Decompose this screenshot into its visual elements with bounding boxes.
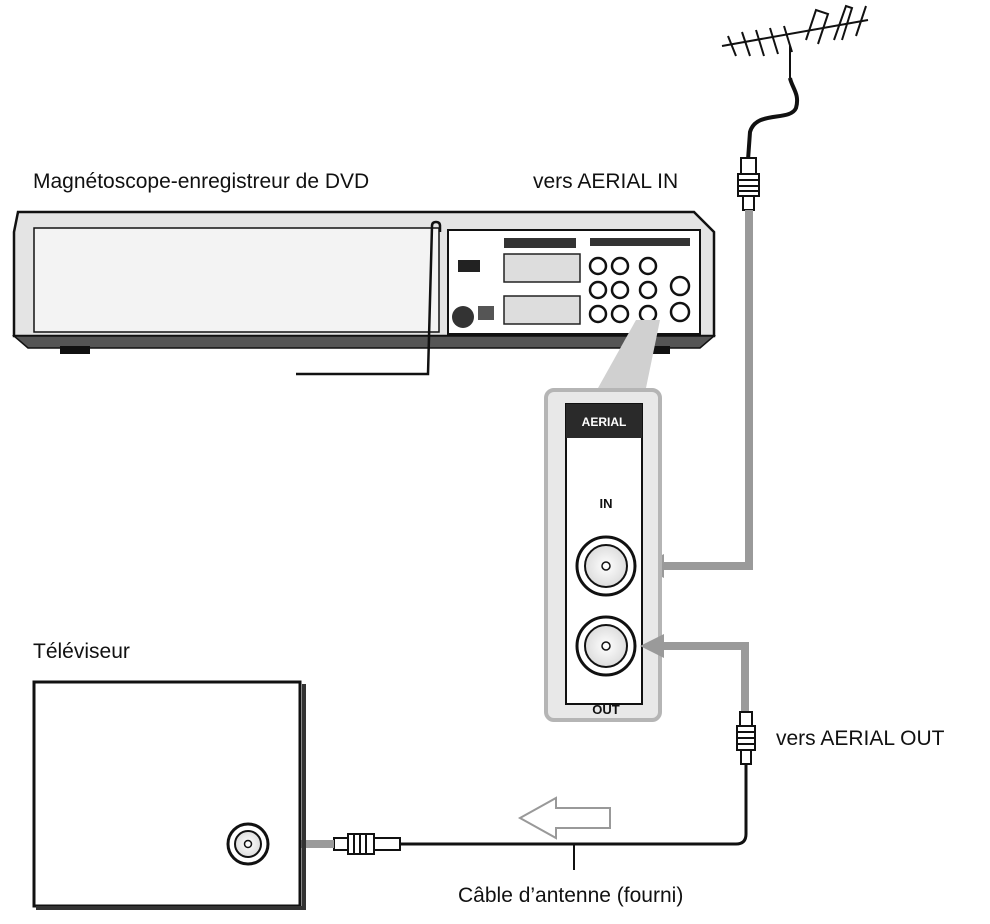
tv-label: Téléviseur — [33, 640, 130, 663]
recorder-label: Magnétoscope-enregistreur de DVD — [33, 170, 370, 193]
tv-plug-icon — [333, 833, 401, 855]
antenna-icon — [721, 4, 869, 161]
power-cord — [296, 220, 442, 376]
aerial-in-label: vers AERIAL IN — [533, 170, 679, 193]
aerial-in-plug-icon — [737, 157, 760, 211]
dvd-recorder-icon — [11, 210, 717, 354]
direction-arrow-icon — [517, 796, 611, 840]
cable-to-in — [658, 210, 753, 570]
out-to-plug-line — [658, 642, 749, 712]
aerial-panel — [544, 388, 662, 722]
antenna-cable — [400, 764, 748, 846]
panel-out-label: OUT — [592, 702, 620, 717]
cable-label: Câble d’antenne (fourni) — [458, 884, 684, 907]
zoom-callout — [598, 320, 660, 388]
television-icon — [32, 680, 306, 910]
aerial-out-label: vers AERIAL OUT — [776, 727, 945, 750]
aerial-out-plug-icon — [736, 711, 756, 765]
arrow-into-out-icon — [640, 634, 664, 658]
panel-title: AERIAL — [582, 415, 627, 429]
panel-in-label: IN — [600, 496, 613, 511]
